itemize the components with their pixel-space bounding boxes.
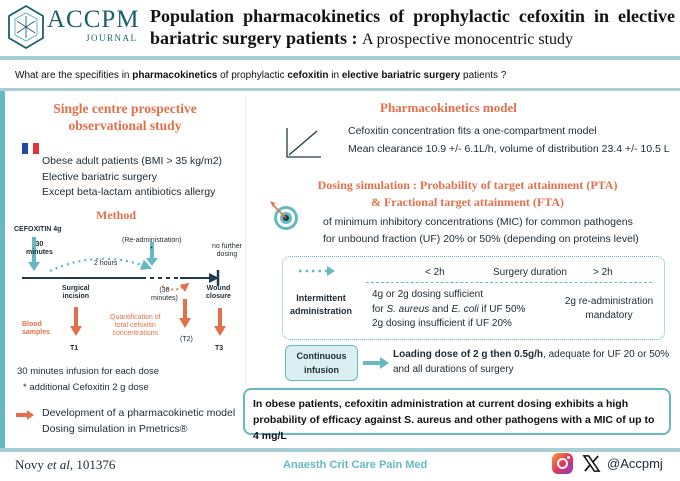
surgery-duration-label: Surgery duration: [493, 267, 567, 278]
france-flag-icon: [22, 143, 40, 154]
continuous-box: [285, 345, 358, 381]
duration-short: < 2h: [425, 267, 445, 278]
inclusion-item: Elective bariatric surgery: [42, 171, 157, 183]
t1-label: T1: [70, 345, 79, 352]
pk-model-heading: Pharmacokinetics model: [380, 100, 517, 115]
instagram-icon-ring: [557, 458, 568, 469]
intermittent-divider: [366, 282, 652, 283]
journal-name: Anaesth Crit Care Pain Med: [283, 459, 428, 471]
readmin-line: mandatory: [585, 310, 633, 321]
intermittent-box: [282, 256, 665, 340]
dose-label: CEFOXITIN 4g: [14, 226, 62, 233]
two-hour-arc: [49, 257, 153, 272]
ds-title-line: Dosing simulation : Probability of targe…: [317, 178, 618, 192]
q-bold-1: pharmacokinetics: [132, 70, 218, 81]
research-question: What are the specifities in pharmacokine…: [15, 70, 506, 81]
q-bold-2: cefoxitin: [287, 70, 329, 81]
cite-etal: et al: [47, 457, 70, 472]
sample-arrow-t3: [214, 308, 226, 336]
line-chart-icon: [286, 128, 321, 158]
readmin-line: 2g re-administration: [564, 296, 654, 307]
instagram-icon-dot: [567, 456, 570, 459]
blood-samples-label: Blood samples: [22, 321, 51, 336]
method-timeline-diagram: [22, 237, 226, 336]
infusion-note: 30 minutes infusion for each dose: [17, 366, 160, 377]
dose-arrow: [28, 237, 40, 271]
t2-label: (T2): [180, 336, 193, 343]
title-sub: A prospective monocentric study: [361, 31, 574, 48]
arrow-right-icon: [16, 410, 34, 420]
q-text-3: in: [328, 70, 342, 81]
conclusion-box: In obese patients, cefoxitin administrat…: [243, 388, 671, 442]
target-icon: [270, 201, 298, 230]
suff-text: for: [372, 304, 387, 315]
q-text-4: patients ?: [460, 70, 507, 81]
title-main: Population pharmacokinetics of prophylac…: [150, 6, 675, 48]
logo-subtitle: JOURNAL: [86, 33, 138, 43]
thirty-min-label: (30 minutes): [151, 287, 178, 302]
exclusion-item: Except beta-lactam antibiotics allergy: [42, 186, 216, 198]
readmin-label: (Re-administration): [122, 237, 182, 244]
arrow-right-icon: [363, 357, 389, 369]
sample-arrow-t1: [70, 307, 82, 336]
citation: Novy et al, 101376: [15, 457, 115, 473]
intermittent-label: Intermittent administration: [289, 293, 352, 316]
q-bold-3: elective bariatric surgery: [341, 70, 461, 81]
flag-stripe-blue: [22, 143, 28, 154]
insufficiency-line: 2g dosing insufficient if UF 20%: [372, 318, 512, 329]
logo-text: ACCPM: [47, 6, 140, 33]
q-text-2: of prophylactic: [217, 70, 288, 81]
logo-icon: [8, 4, 44, 50]
surgical-incision-label: Surgical incision: [62, 285, 90, 300]
continuous-line: and all durations of surgery: [393, 364, 514, 375]
two-hours-label: 2 hours: [94, 260, 118, 267]
flag-stripe-white: [27, 143, 34, 154]
left-accent-bar: [0, 91, 5, 448]
section-divider: [0, 88, 680, 91]
continuous-dose: Loading dose of 2 g then 0.5g/h: [393, 349, 544, 360]
page-title: Population pharmacokinetics of prophylac…: [150, 5, 675, 51]
flag-stripe-red: [33, 143, 40, 154]
cite-id: , 101376: [69, 457, 116, 472]
sufficiency-line: for S. aureus and E. coli if UF 50%: [372, 304, 525, 315]
panel-divider: [245, 97, 246, 385]
continuous-line: Loading dose of 2 g then 0.5g/h, adequat…: [393, 349, 669, 360]
no-further-dosing-label: no further dosing: [212, 243, 242, 258]
quantification-label: Quantification of total cefoxitin concen…: [110, 314, 161, 337]
study-design-heading: Single centre prospective observational …: [53, 101, 197, 133]
suff-text: if UF 50%: [478, 304, 526, 315]
ds-title-line: & Fractional target attainment (FTA): [370, 195, 565, 209]
x-icon[interactable]: [582, 454, 601, 473]
header-divider: [0, 56, 680, 60]
sufficiency-line: 4g or 2g dosing sufficient: [372, 289, 484, 300]
wound-closure-label: Wound closure: [206, 285, 231, 300]
continuous-label: Continuous infusion: [296, 351, 347, 375]
inclusion-item: Obese adult patients (BMI > 35 kg/m2): [42, 155, 223, 167]
sample-arrow-t2: [179, 299, 191, 328]
thirty-minutes-label: 30 minutes: [26, 241, 53, 256]
dotted-arrow-icon: [299, 266, 335, 276]
development-line: Dosing simulation in Pmetrics®: [42, 423, 188, 435]
readmin-arrow: [146, 242, 158, 266]
social-handle[interactable]: @Accpmj: [607, 456, 663, 471]
dosing-sim-line: of minimum inhibitory concentrations (MI…: [323, 216, 633, 228]
readmin-star: *: [150, 246, 153, 253]
pk-line: Mean clearance 10.9 +/- 6.1L/h, volume o…: [348, 143, 670, 155]
suff-pathogen: E. coli: [451, 304, 479, 315]
t3-label: T3: [215, 345, 224, 352]
dosing-sim-line: for unbound fraction (UF) 20% or 50% (de…: [323, 233, 639, 245]
dosing-simulation-heading: Dosing simulation : Probability of targe…: [290, 177, 645, 211]
cite-author: Novy: [15, 457, 48, 472]
q-text-1: What are the specifities in: [15, 70, 133, 81]
pk-line: Cefoxitin concentration fits a one-compa…: [348, 125, 597, 137]
method-heading: Method: [96, 208, 136, 222]
suff-text: and: [429, 304, 452, 315]
additional-dose-note: * additional Cefoxitin 2 g dose: [23, 382, 149, 393]
footer-divider: [0, 448, 680, 452]
development-line: Development of a pharmacokinetic model: [42, 407, 236, 419]
continuous-rest: , adequate for UF 20 or 50%: [543, 349, 670, 360]
suff-pathogen: S. aureus: [386, 304, 430, 315]
thirty-min-arc: [161, 282, 190, 292]
duration-long: > 2h: [593, 267, 613, 278]
